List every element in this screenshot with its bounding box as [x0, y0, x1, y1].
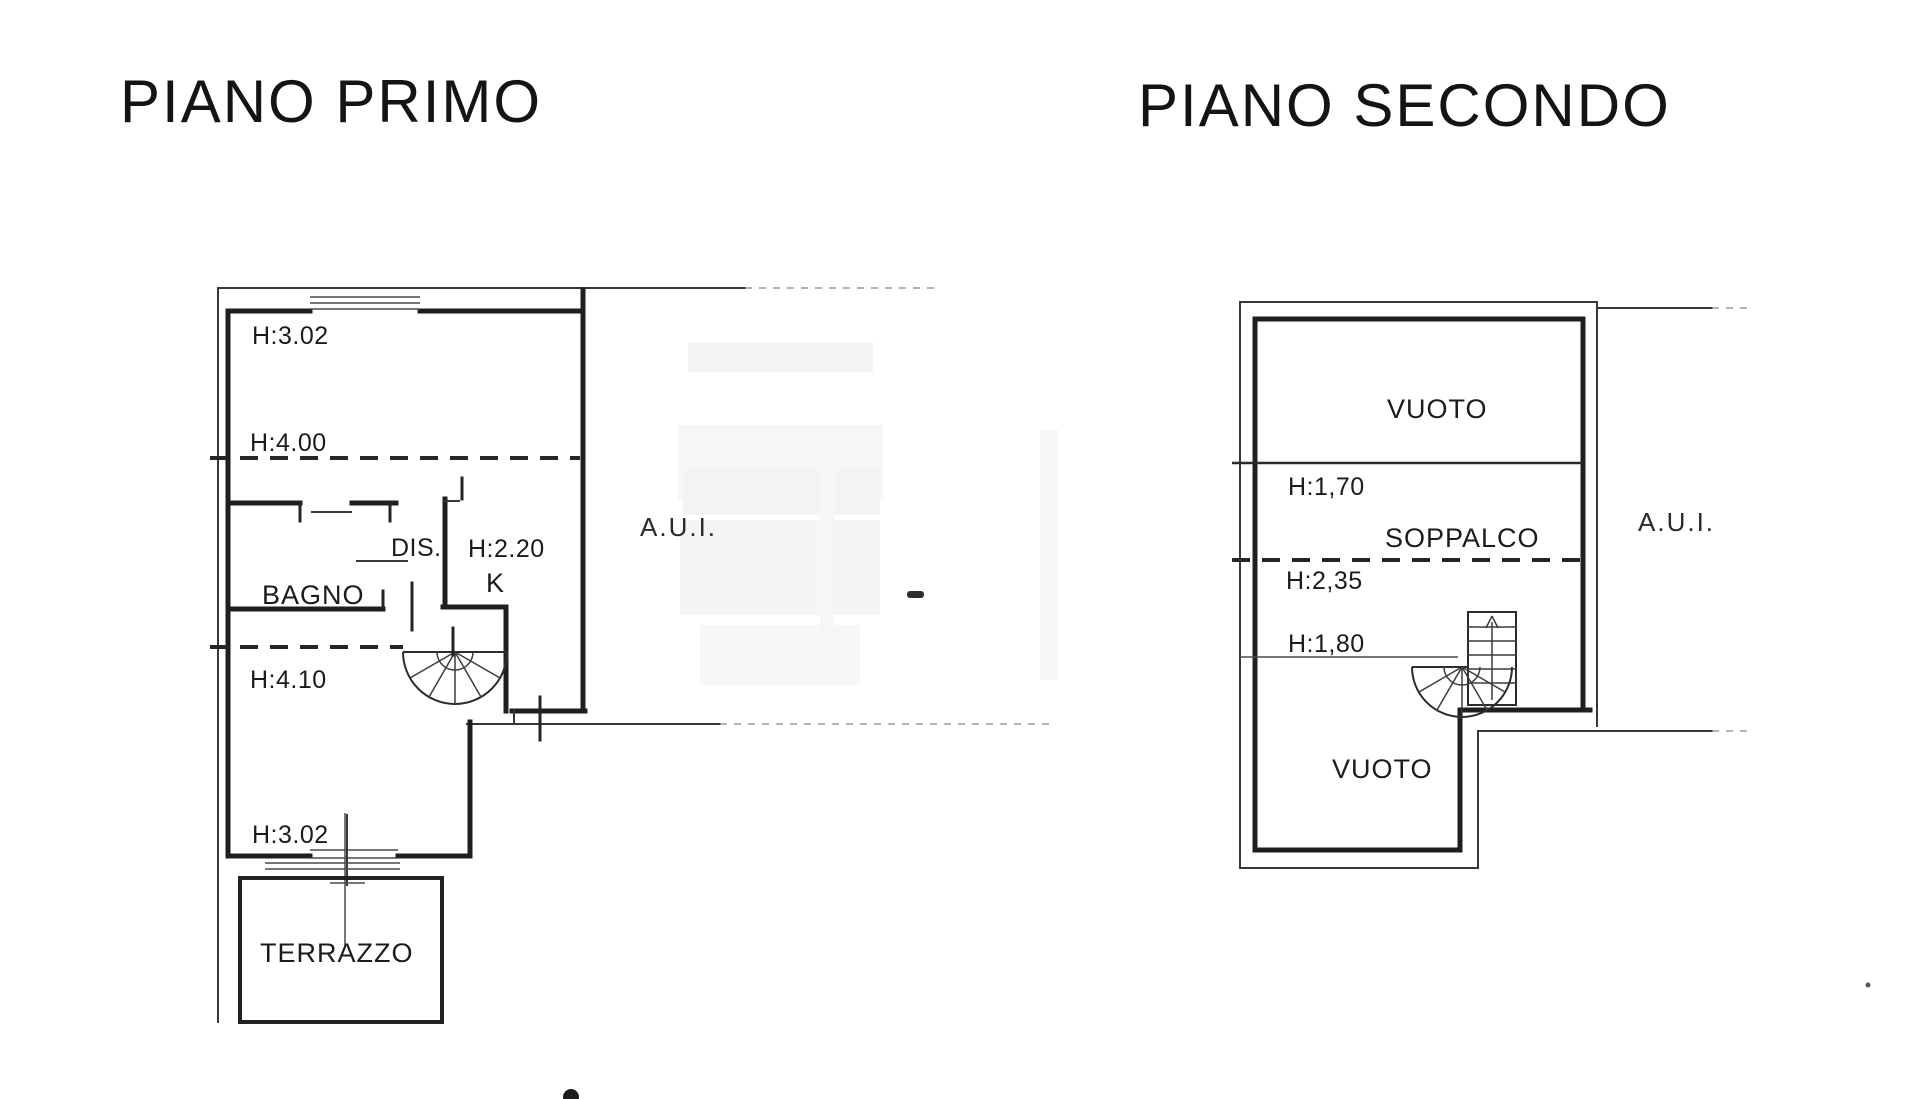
primo-label-aui: A.U.I. [640, 512, 717, 542]
primo-terrazzo-outline [238, 876, 444, 1024]
secondo-label-h235: H:2,35 [1286, 567, 1363, 595]
secondo-stair-flight [1467, 611, 1517, 706]
secondo-spiral-stair [1411, 666, 1513, 718]
primo-label-h302-bottom: H:3.02 [252, 821, 329, 849]
piano-primo-plan: H:3.02 H:4.00 DIS. H:2.20 K BAGNO A.U.I.… [210, 287, 1055, 1024]
title-piano-secondo: PIANO SECONDO [1138, 72, 1671, 139]
secondo-label-h180: H:1,80 [1288, 630, 1365, 658]
primo-label-bagno: BAGNO [262, 580, 365, 610]
bottom-edge-mark [563, 1089, 579, 1099]
primo-spiral-stair [402, 626, 508, 705]
primo-label-kitchen: K [486, 568, 505, 598]
primo-label-h220: H:2.20 [468, 535, 545, 563]
primo-walls [225, 287, 588, 859]
secondo-label-vuoto-top: VUOTO [1387, 394, 1488, 424]
primo-label-h302-top: H:3.02 [252, 322, 329, 350]
secondo-label-aui: A.U.I. [1638, 507, 1715, 537]
scan-marks [563, 982, 1871, 1099]
secondo-walls [1252, 316, 1593, 853]
secondo-outer-lines [1239, 301, 1748, 869]
primo-door-jambs [298, 476, 542, 742]
watermark-dark-dash [907, 591, 924, 598]
primo-label-h410: H:4.10 [250, 666, 327, 694]
secondo-label-h170: H:1,70 [1288, 473, 1365, 501]
piano-secondo-plan: VUOTO H:1,70 SOPPALCO H:2,35 H:1,80 A.U.… [1232, 301, 1748, 869]
secondo-label-vuoto-bottom: VUOTO [1332, 754, 1433, 784]
primo-label-dis: DIS. [391, 534, 442, 562]
primo-label-terrazzo: TERRAZZO [260, 938, 414, 968]
primo-window-top [310, 296, 420, 310]
secondo-label-soppalco: SOPPALCO [1385, 523, 1540, 553]
bottom-right-speck [1865, 982, 1871, 988]
title-piano-primo: PIANO PRIMO [120, 68, 542, 135]
scan-watermark [678, 342, 1058, 685]
primo-window-bottom [310, 814, 398, 886]
primo-label-h400: H:4.00 [250, 429, 327, 457]
